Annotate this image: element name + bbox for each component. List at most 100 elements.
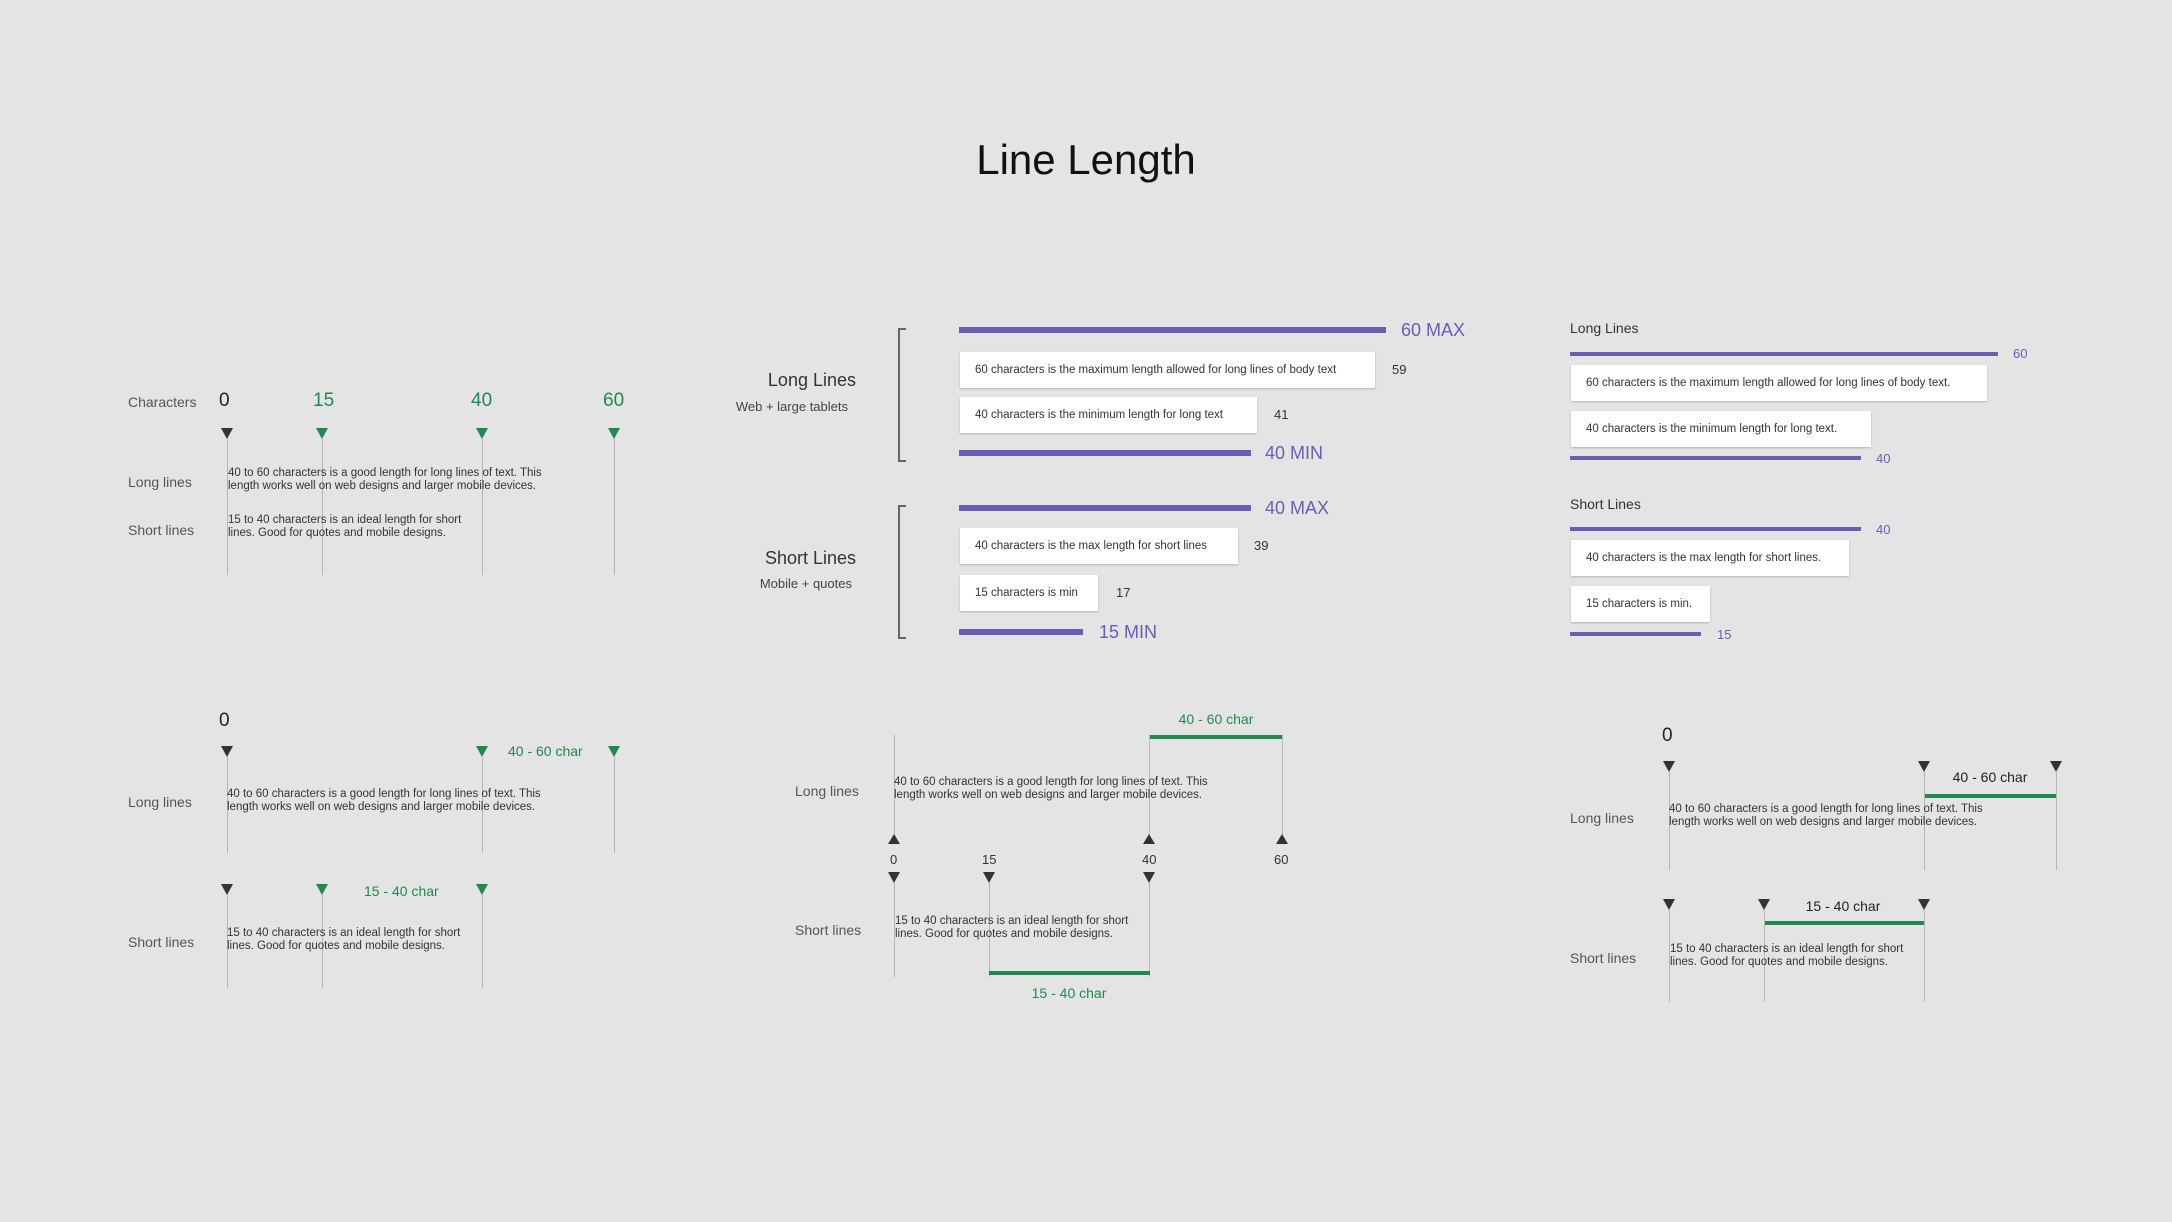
axis-short-range-label: 15 - 40 char xyxy=(1031,985,1107,1001)
axis-0-down-arrow-icon xyxy=(888,872,900,883)
axis-short-lines-label: Short lines xyxy=(795,922,862,938)
axis-0-label: 0 xyxy=(890,852,898,867)
compact-short-max-bar xyxy=(1570,527,1861,531)
compact-long-card-min: 40 characters is the minimum length for … xyxy=(1571,411,1871,447)
split-short-text: 15 to 40 characters is an ideal length f… xyxy=(227,927,461,952)
compact-long-max-label: 60 xyxy=(2013,346,2028,361)
axis-40-up-arrow-icon xyxy=(1143,834,1155,844)
axis-short-text: 15 to 40 characters is an ideal length f… xyxy=(895,915,1129,940)
inline-short-text: 15 to 40 characters is an ideal length f… xyxy=(1670,943,1904,968)
guide-line xyxy=(1669,910,1670,1002)
guide-line xyxy=(1669,772,1670,870)
long-min-label: 40 MIN xyxy=(1265,443,1324,463)
short-lines-subtitle: Mobile + quotes xyxy=(759,576,852,591)
guide-line xyxy=(2056,772,2057,870)
compact-long-card-max: 60 characters is the maximum length allo… xyxy=(1571,365,1987,401)
marker-0-label: 0 xyxy=(219,390,230,411)
long-card-max: 60 characters is the maximum length allo… xyxy=(960,352,1375,388)
guide-line xyxy=(227,439,228,575)
short-card-min: 15 characters is min xyxy=(960,575,1098,611)
marker-40-label: 40 xyxy=(471,390,493,411)
guide-line xyxy=(1282,735,1283,835)
characters-label: Characters xyxy=(128,394,197,410)
guide-line xyxy=(482,757,483,853)
inline-long-60-arrow-icon xyxy=(2050,761,2062,772)
compact-long-min-bar xyxy=(1570,456,1861,460)
marker-15-arrow-icon xyxy=(316,428,328,439)
inline-short-lines-label: Short lines xyxy=(1570,950,1637,966)
guide-line xyxy=(614,757,615,853)
inline-long-text: 40 to 60 characters is a good length for… xyxy=(1669,803,1983,828)
guide-line xyxy=(1764,910,1765,1002)
short-lines-bracket xyxy=(898,505,906,639)
long-lines-text: 40 to 60 characters is a good length for… xyxy=(228,467,542,492)
split-short-start-arrow-icon xyxy=(221,884,233,895)
inline-short-start-arrow-icon xyxy=(1663,899,1675,910)
inline-long-range-label: 40 - 60 char xyxy=(1952,769,2028,785)
marker-0-arrow-icon xyxy=(221,428,233,439)
short-card-max: 40 characters is the max length for shor… xyxy=(960,528,1238,564)
guide-line xyxy=(227,757,228,853)
marker-60-label: 60 xyxy=(603,390,625,411)
short-lines-label: Short lines xyxy=(128,522,195,538)
guide-line xyxy=(1149,735,1150,835)
short-lines-text: 15 to 40 characters is an ideal length f… xyxy=(228,514,462,539)
split-long-lines-label: Long lines xyxy=(128,794,192,810)
axis-60-label: 60 xyxy=(1274,852,1289,867)
short-card-min-count: 17 xyxy=(1116,585,1131,600)
guide-line xyxy=(614,439,615,575)
split-zero-label: 0 xyxy=(219,710,230,731)
split-long-text: 40 to 60 characters is a good length for… xyxy=(227,788,541,813)
guide-line xyxy=(1924,772,1925,870)
short-lines-title: Short Lines xyxy=(764,548,856,568)
compact-short-min-label: 15 xyxy=(1717,627,1732,642)
short-card-max-count: 39 xyxy=(1254,538,1269,553)
marker-40-arrow-icon xyxy=(476,428,488,439)
guide-line xyxy=(989,883,990,977)
long-max-bar xyxy=(959,327,1386,333)
compact-long-min-label: 40 xyxy=(1876,451,1891,466)
long-card-max-count: 59 xyxy=(1392,362,1407,377)
axis-0-up-arrow-icon xyxy=(888,834,900,844)
split-long-range-label: 40 - 60 char xyxy=(508,743,583,759)
split-long-60-arrow-icon xyxy=(608,746,620,757)
axis-short-range-bar xyxy=(989,971,1150,975)
axis-60-up-arrow-icon xyxy=(1276,834,1288,844)
inline-short-range-label: 15 - 40 char xyxy=(1805,898,1881,914)
axis-15-label: 15 xyxy=(982,852,997,867)
axis-15-down-arrow-icon xyxy=(983,872,995,883)
axis-long-lines-label: Long lines xyxy=(795,783,859,799)
compact-short-card-min: 15 characters is min. xyxy=(1571,586,1710,622)
long-lines-label: Long lines xyxy=(128,474,192,490)
guide-line xyxy=(322,895,323,988)
axis-long-range-bar xyxy=(1149,735,1283,739)
inline-long-start-arrow-icon xyxy=(1663,761,1675,772)
long-max-label: 60 MAX xyxy=(1401,320,1466,340)
guide-line xyxy=(482,439,483,575)
inline-short-15-arrow-icon xyxy=(1758,899,1770,910)
inline-long-40-arrow-icon xyxy=(1918,761,1930,772)
long-card-min: 40 characters is the minimum length for … xyxy=(960,397,1257,433)
inline-long-lines-label: Long lines xyxy=(1570,810,1634,826)
split-long-40-arrow-icon xyxy=(476,746,488,757)
compact-short-min-bar xyxy=(1570,632,1701,636)
axis-long-range-label: 40 - 60 char xyxy=(1178,711,1254,727)
guide-line xyxy=(1149,883,1150,977)
split-short-lines-label: Short lines xyxy=(128,934,195,950)
compact-short-card-max: 40 characters is the max length for shor… xyxy=(1571,540,1849,576)
inline-short-40-arrow-icon xyxy=(1918,899,1930,910)
axis-long-text: 40 to 60 characters is a good length for… xyxy=(894,776,1208,801)
split-short-range-label: 15 - 40 char xyxy=(364,883,439,899)
long-min-bar xyxy=(959,450,1251,456)
axis-40-down-arrow-icon xyxy=(1143,872,1155,883)
marker-15-label: 15 xyxy=(313,390,335,411)
guide-line xyxy=(894,735,895,835)
split-short-40-arrow-icon xyxy=(476,884,488,895)
inline-short-range-bar xyxy=(1764,921,1925,925)
short-min-bar xyxy=(959,629,1083,635)
split-short-15-arrow-icon xyxy=(316,884,328,895)
inline-long-range-bar xyxy=(1924,794,2057,798)
marker-60-arrow-icon xyxy=(608,428,620,439)
guide-line xyxy=(894,883,895,977)
axis-40-label: 40 xyxy=(1142,852,1157,867)
